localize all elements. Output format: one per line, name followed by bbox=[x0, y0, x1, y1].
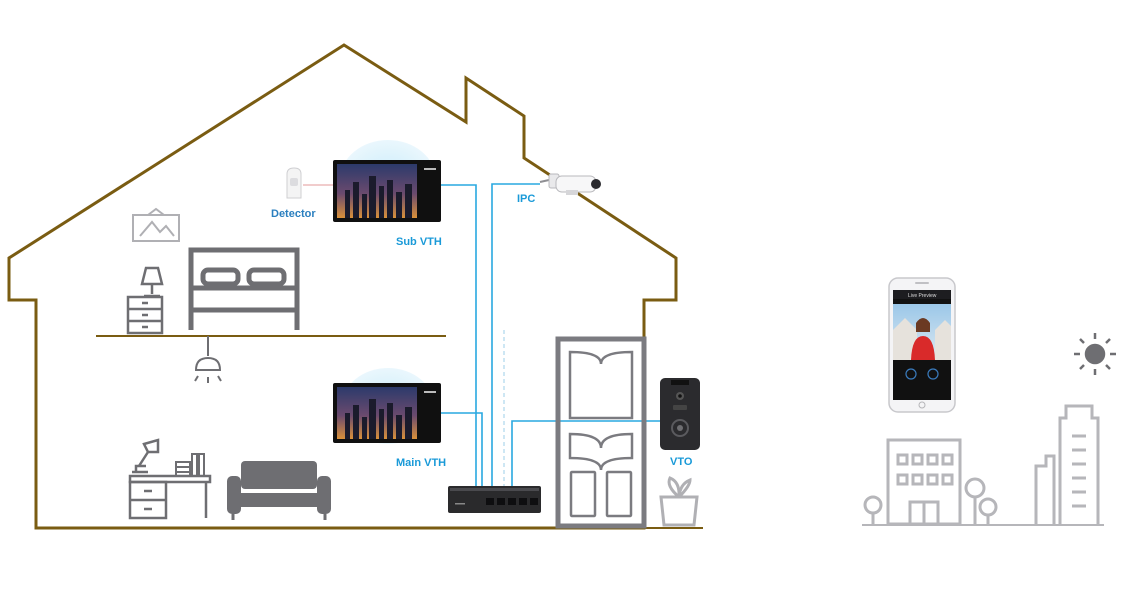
network-switch-icon bbox=[448, 486, 541, 513]
office-building-icon bbox=[886, 438, 962, 526]
bed-icon bbox=[188, 247, 300, 330]
desk-icon bbox=[128, 474, 212, 520]
picture-frame-icon bbox=[132, 207, 180, 242]
bullet-camera-icon bbox=[539, 173, 601, 195]
sub-vth-label: Sub VTH bbox=[396, 236, 442, 248]
vto-label: VTO bbox=[670, 456, 693, 468]
smartphone-icon: Live Preview bbox=[888, 277, 956, 413]
tower-building-icon bbox=[1034, 404, 1100, 524]
network-cables bbox=[441, 183, 660, 486]
main-vth-label: Main VTH bbox=[396, 457, 446, 469]
sub-vth-monitor bbox=[333, 160, 441, 222]
detector-icon bbox=[286, 167, 333, 199]
plant-pot-icon bbox=[659, 476, 699, 527]
main-vth-monitor bbox=[333, 383, 441, 443]
books-icon bbox=[175, 453, 205, 477]
phone-header: Live Preview bbox=[908, 293, 937, 299]
tree-icon bbox=[863, 477, 998, 524]
ceiling-lamp-icon bbox=[194, 336, 222, 383]
door-icon bbox=[555, 336, 647, 529]
nightstand-icon bbox=[126, 295, 164, 335]
sun-icon bbox=[1074, 333, 1116, 375]
house-outline bbox=[7, 43, 678, 530]
ipc-label: IPC bbox=[517, 193, 535, 205]
sofa-icon bbox=[227, 461, 331, 520]
desk-lamp-icon bbox=[132, 438, 160, 474]
vto-device-icon bbox=[660, 378, 700, 450]
door-panels bbox=[568, 350, 634, 518]
table-lamp-icon bbox=[140, 266, 164, 298]
detector-label: Detector bbox=[271, 208, 316, 220]
